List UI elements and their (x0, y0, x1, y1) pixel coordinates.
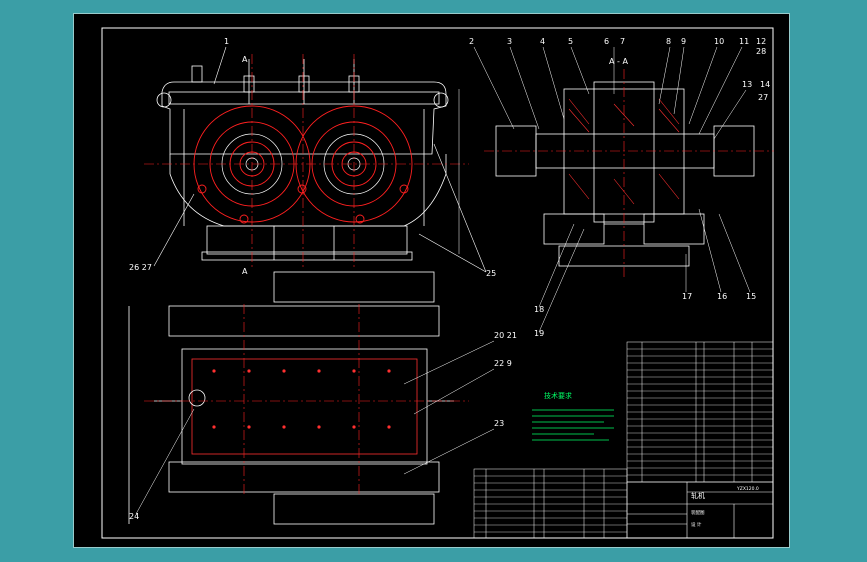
plan-view (128, 271, 454, 525)
center-lines-plan (144, 304, 469, 494)
title-block-code: YZX120.0 (736, 486, 759, 492)
section-mark-top: A (242, 55, 248, 64)
parts-list-lower (473, 468, 628, 539)
assembly-drawing: A A 1 26 27 25 A - A (101, 27, 774, 539)
part-label-19: 19 (534, 329, 544, 338)
section-title: A - A (609, 57, 628, 66)
part-label-25: 25 (486, 269, 496, 278)
part-label-15: 15 (746, 292, 756, 301)
part-label-2: 2 (469, 37, 474, 46)
part-label-14: 14 (760, 80, 770, 89)
center-lines-front (144, 54, 469, 269)
part-label-13: 13 (742, 80, 752, 89)
front-view (156, 59, 449, 261)
part-label-11: 11 (739, 37, 749, 46)
title-block-name: 轧机 (691, 491, 705, 500)
part-label-1: 1 (224, 37, 229, 46)
part-label-10: 10 (714, 37, 724, 46)
tech-title: 技术要求 (544, 391, 572, 400)
section-mark-bottom: A (242, 267, 248, 276)
inner-frame (101, 27, 774, 539)
title-block-type: 装配图 (691, 509, 705, 516)
part-label-17: 17 (682, 292, 692, 301)
part-label-28: 28 (756, 47, 766, 56)
plan-bolts (212, 369, 391, 429)
part-label-18: 18 (534, 305, 544, 314)
part-label-3: 3 (507, 37, 512, 46)
part-label-23: 23 (494, 419, 504, 428)
part-label-4: 4 (540, 37, 545, 46)
title-block-sub: 设 计 (691, 521, 702, 528)
part-label-5: 5 (568, 37, 573, 46)
plan-leaders (135, 340, 495, 515)
drawing-sheet[interactable]: A A 1 26 27 25 A - A (73, 13, 790, 548)
title-block (626, 481, 774, 539)
section-leaders (473, 46, 751, 333)
part-label-12: 12 (756, 37, 766, 46)
part-label-22-9: 22 9 (494, 359, 512, 368)
parts-list-rows (627, 348, 773, 476)
section-part-labels: 2 3 4 5 6 7 8 9 10 11 12 28 13 14 27 17 … (469, 37, 770, 338)
parts-list-lower-rows (474, 475, 627, 533)
part-label-27: 27 (758, 93, 768, 102)
part-label-7: 7 (620, 37, 625, 46)
part-label-24: 24 (129, 512, 139, 521)
section-view (495, 81, 755, 267)
part-label-6: 6 (604, 37, 609, 46)
part-label-9: 9 (681, 37, 686, 46)
part-label-8: 8 (666, 37, 671, 46)
center-lines-section (484, 69, 774, 279)
part-label-26-27: 26 27 (129, 263, 152, 272)
technical-requirements: 技术要求 (532, 391, 614, 441)
part-label-16: 16 (717, 292, 727, 301)
part-label-20-21: 20 21 (494, 331, 517, 340)
